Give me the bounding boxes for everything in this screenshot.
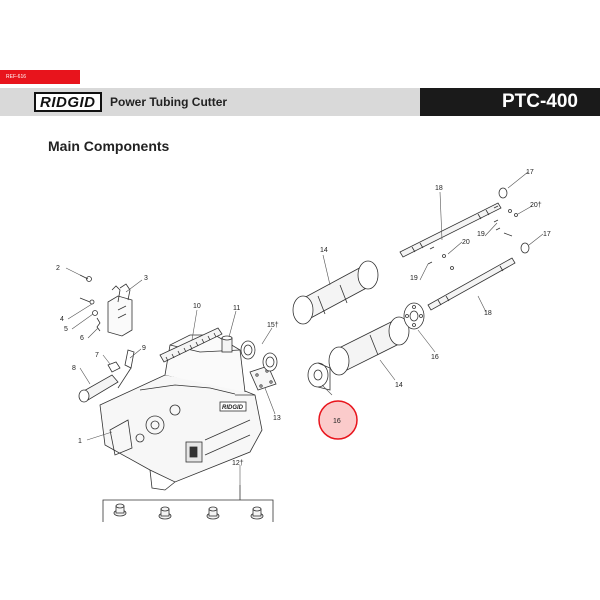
callout-18-lower[interactable]: 18 (484, 310, 492, 317)
callout-17-upper[interactable]: 17 (526, 169, 534, 176)
callout-11[interactable]: 11 (233, 305, 240, 312)
part-2-screw[interactable] (79, 274, 92, 282)
part-19-clips[interactable] (427, 205, 501, 265)
product-name: Power Tubing Cutter (110, 95, 228, 109)
svg-text:RIDGID: RIDGID (222, 405, 244, 411)
callout-1[interactable]: 1 (78, 438, 82, 445)
callout-16-upper[interactable]: 16 (431, 354, 439, 361)
part-18-lower-shaft[interactable] (427, 257, 516, 311)
highlight-circle[interactable] (318, 400, 358, 440)
callout-10[interactable]: 10 (193, 303, 201, 310)
part-5-washer[interactable] (92, 310, 98, 316)
part-10-rack-bar[interactable] (159, 327, 223, 363)
part-14-upper-roller[interactable] (292, 260, 379, 325)
callout-20-upper[interactable]: 20† (530, 202, 542, 209)
callout-16-highlight[interactable]: 16 (333, 418, 341, 425)
ridgid-logo: RIDGID (34, 92, 102, 112)
part-11-bushing[interactable] (221, 335, 233, 353)
callout-4[interactable]: 4 (60, 316, 64, 323)
part-20-pins[interactable] (442, 209, 518, 270)
part-16-lower-end-cap[interactable] (307, 362, 331, 391)
callout-17-lower[interactable]: 17 (543, 231, 551, 238)
callout-12[interactable]: 12† (232, 460, 244, 467)
callout-labels: 1 2 3 4 5 6 7 8 9 10 11 12† 13 14 14 15†… (56, 169, 551, 467)
callout-3[interactable]: 3 (144, 275, 148, 282)
header-banner: RIDGID Power Tubing Cutter PTC-400 (0, 88, 600, 116)
callout-9[interactable]: 9 (142, 345, 146, 352)
callout-14-lower[interactable]: 14 (395, 382, 403, 389)
callout-5[interactable]: 5 (64, 326, 68, 333)
callout-18-upper[interactable]: 18 (435, 185, 443, 192)
callout-13[interactable]: 13 (273, 415, 281, 422)
part-9-handle-post[interactable] (117, 349, 135, 389)
callout-7[interactable]: 7 (95, 352, 99, 359)
ref-tag: REF-616 (0, 70, 80, 84)
callout-14-upper[interactable]: 14 (320, 247, 328, 254)
leader-lines (65, 171, 544, 485)
callout-19-lower[interactable]: 19 (410, 275, 418, 282)
part-17-lower-ring[interactable] (520, 242, 530, 254)
part-14-lower-roller[interactable] (328, 316, 410, 376)
part-3-latch-bracket[interactable] (107, 283, 133, 337)
section-title: Main Components (48, 138, 170, 154)
callout-2[interactable]: 2 (56, 265, 60, 272)
part-12-feet-set[interactable] (102, 485, 274, 522)
callout-6[interactable]: 6 (80, 335, 84, 342)
part-17-upper-ring[interactable] (498, 187, 508, 199)
model-number: PTC-400 (501, 91, 578, 112)
part-7-nut[interactable] (107, 361, 121, 373)
part-4-pin[interactable] (79, 297, 95, 305)
callout-20-lower[interactable]: 20 (462, 239, 470, 246)
callout-15[interactable]: 15† (267, 322, 279, 329)
callout-8[interactable]: 8 (72, 365, 76, 372)
part-6-spring[interactable] (96, 317, 101, 332)
callout-19-upper[interactable]: 19 (477, 231, 485, 238)
part-16-upper-end-cap[interactable] (403, 302, 425, 330)
part-8-bolt[interactable] (78, 374, 119, 403)
banner-black-band (420, 88, 600, 116)
part-15-bearings[interactable] (240, 340, 278, 372)
part-18-upper-shaft[interactable] (399, 202, 502, 258)
